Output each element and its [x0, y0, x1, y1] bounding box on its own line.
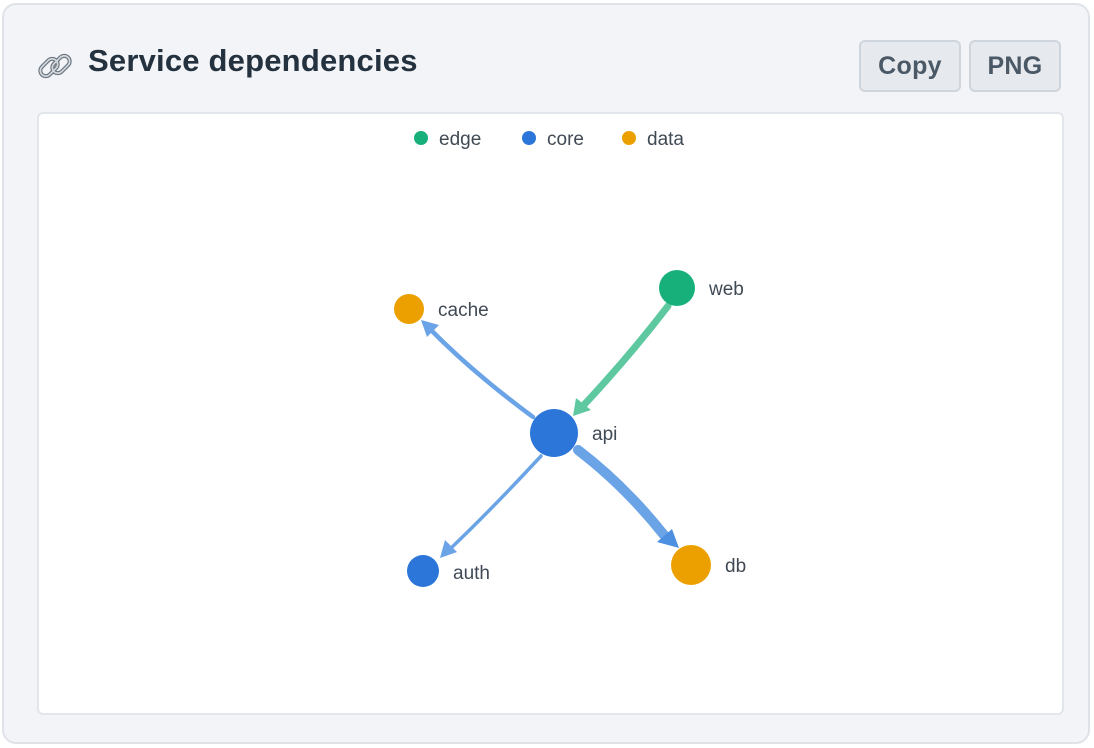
- node-web[interactable]: web: [659, 270, 744, 306]
- edge-web-api-line: [578, 302, 672, 411]
- png-export-button[interactable]: PNG: [969, 40, 1061, 92]
- copy-button[interactable]: Copy: [859, 40, 961, 92]
- page-title: Service dependencies: [88, 43, 418, 78]
- dependency-graph[interactable]: edge core data: [39, 114, 1062, 713]
- edge-api-cache[interactable]: [421, 320, 536, 420]
- node-auth[interactable]: auth: [407, 555, 490, 587]
- node-db-label: db: [725, 556, 746, 577]
- edge-api-cache-arrowhead: [421, 320, 439, 337]
- node-cache-circle: [394, 294, 424, 324]
- node-db[interactable]: db: [671, 545, 746, 585]
- edge-api-auth[interactable]: [440, 454, 543, 558]
- edge-api-db-line: [573, 445, 669, 540]
- edge-api-auth-line: [447, 454, 543, 552]
- node-web-circle: [659, 270, 695, 306]
- edges: [421, 302, 679, 558]
- edge-api-db[interactable]: [573, 445, 679, 548]
- legend-item-edge[interactable]: edge: [414, 129, 481, 150]
- legend-label-edge: edge: [439, 129, 481, 150]
- link-icon: [38, 53, 72, 79]
- edge-api-db-arrowhead: [657, 529, 679, 548]
- node-web-label: web: [708, 279, 744, 300]
- legend-swatch-edge: [414, 131, 428, 145]
- node-api-circle: [530, 409, 578, 457]
- legend-label-data: data: [647, 129, 684, 150]
- node-cache[interactable]: cache: [394, 294, 489, 324]
- graph-panel: edge core data: [37, 112, 1064, 715]
- node-db-circle: [671, 545, 711, 585]
- edge-web-api[interactable]: [573, 302, 672, 416]
- legend-label-core: core: [547, 129, 584, 150]
- node-auth-label: auth: [453, 563, 490, 584]
- dependency-card: Service dependencies Copy PNG edge core …: [2, 3, 1090, 744]
- legend-item-core[interactable]: core: [522, 129, 584, 150]
- legend-swatch-core: [522, 131, 536, 145]
- legend-swatch-data: [622, 131, 636, 145]
- edge-api-cache-line: [426, 325, 536, 420]
- node-auth-circle: [407, 555, 439, 587]
- card-header: Service dependencies Copy PNG: [4, 5, 1088, 113]
- nodes: web api cache auth db: [394, 270, 746, 587]
- node-api-label: api: [592, 424, 617, 445]
- legend-item-data[interactable]: data: [622, 129, 684, 150]
- node-api[interactable]: api: [530, 409, 617, 457]
- legend: edge core data: [414, 129, 684, 150]
- node-cache-label: cache: [438, 300, 489, 321]
- edge-api-auth-arrowhead: [440, 540, 457, 558]
- edge-web-api-arrowhead: [573, 398, 591, 416]
